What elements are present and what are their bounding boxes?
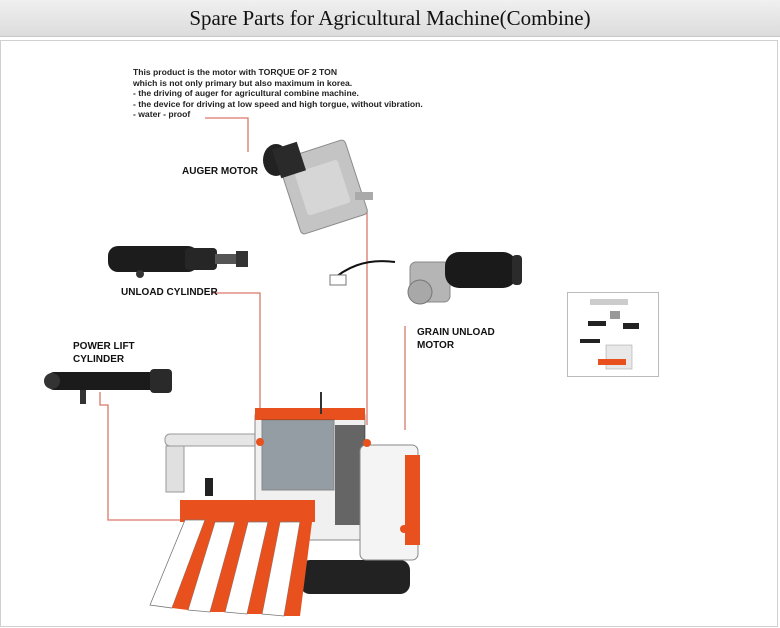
page-title: Spare Parts for Agricultural Machine(Com… bbox=[189, 5, 591, 30]
power-lift-cylinder-image bbox=[44, 369, 172, 404]
grain-unload-motor-label: GRAIN UNLOAD MOTOR bbox=[417, 327, 495, 352]
description-line: which is not only primary but also maxim… bbox=[133, 77, 353, 88]
grain-unload-label-line1: GRAIN UNLOAD bbox=[417, 327, 495, 338]
unload-cylinder-image bbox=[108, 246, 248, 278]
content-frame bbox=[0, 40, 778, 627]
description-line: - the device for driving at low speed an… bbox=[133, 98, 423, 109]
grain-unload-label-line2: MOTOR bbox=[417, 339, 455, 351]
auger-motor-image bbox=[263, 139, 373, 235]
combine-harvester-image bbox=[149, 392, 420, 617]
unload-cylinder-label: UNLOAD CYLINDER bbox=[121, 287, 218, 298]
power-lift-cylinder-label: POWER LIFT CYLINDER bbox=[73, 341, 135, 366]
title-bar: Spare Parts for Agricultural Machine(Com… bbox=[0, 0, 780, 37]
thumbnail-preview bbox=[580, 299, 639, 370]
description-line: - the driving of auger for agricultural … bbox=[133, 88, 359, 99]
thumbnail-image[interactable] bbox=[567, 292, 659, 377]
auger-motor-label: AUGER MOTOR bbox=[182, 166, 258, 177]
power-lift-label-line2: CYLINDER bbox=[73, 353, 125, 365]
leader-lines bbox=[99, 117, 406, 521]
product-description: This product is the motor with TORQUE OF… bbox=[133, 67, 423, 120]
power-lift-label-line1: POWER LIFT bbox=[73, 341, 135, 352]
description-line: - water - proof bbox=[133, 109, 191, 120]
description-line: This product is the motor with TORQUE OF… bbox=[133, 67, 338, 77]
grain-unload-motor-image bbox=[329, 252, 522, 305]
